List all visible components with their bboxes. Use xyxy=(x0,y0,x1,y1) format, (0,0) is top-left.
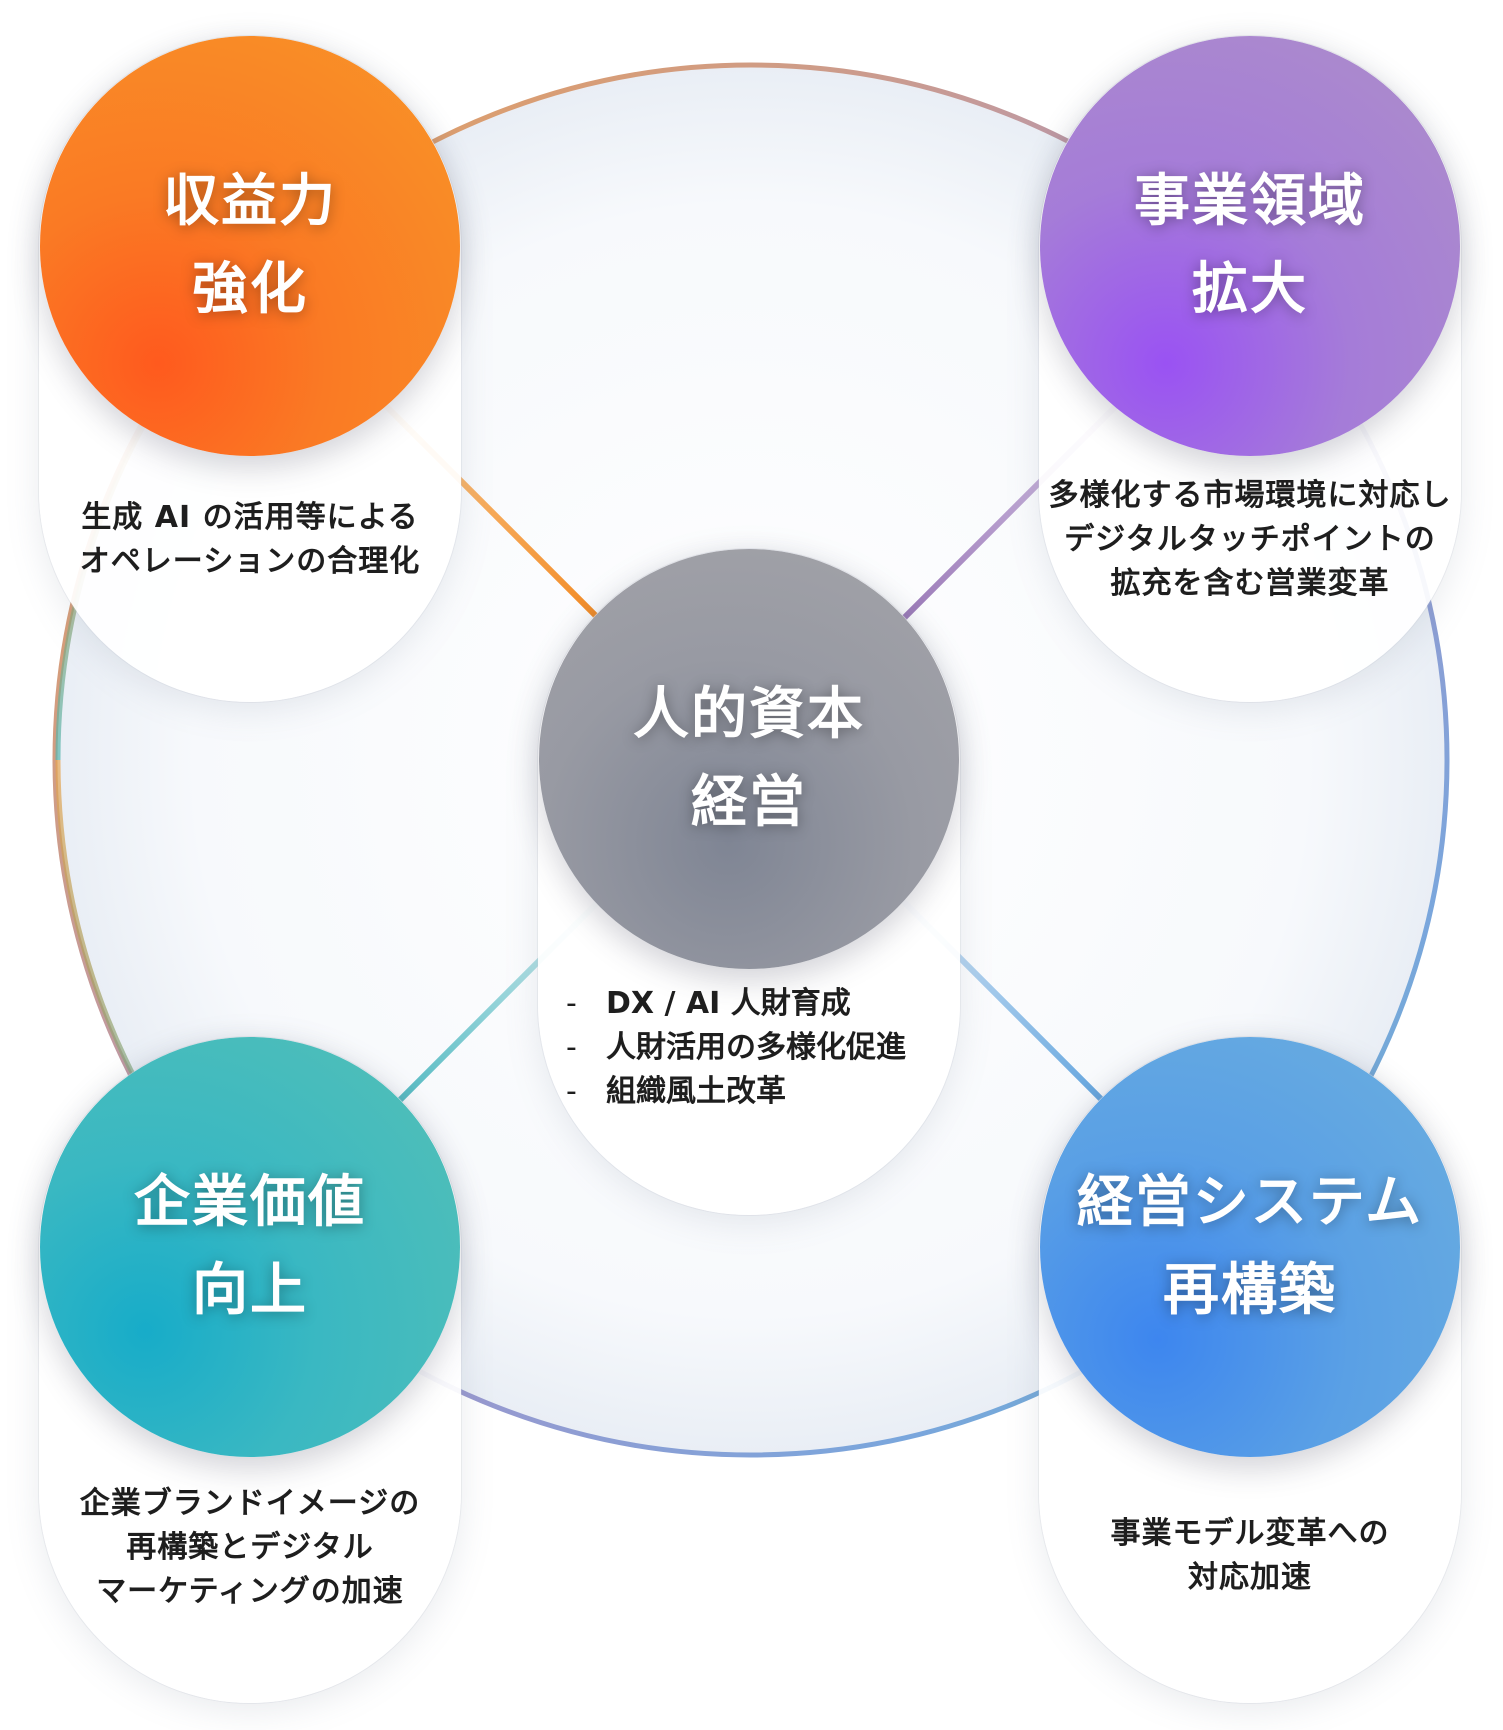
title-line: 事業領域 xyxy=(1134,169,1366,234)
title-line: 経営 xyxy=(691,770,807,835)
title-line: 拡大 xyxy=(1192,257,1308,322)
desc-line: 企業ブランドイメージの xyxy=(79,1486,421,1521)
title-line: 経営システム xyxy=(1076,1170,1424,1235)
desc-line: 事業モデル変革への xyxy=(1110,1516,1390,1551)
list-item: 人財活用の多様化促進 xyxy=(566,1026,906,1070)
pillar-title-top-right: 事業領域 拡大 xyxy=(1134,158,1366,334)
title-line: 強化 xyxy=(192,257,308,322)
title-line: 人的資本 xyxy=(633,682,865,747)
desc-line: マーケティングの加速 xyxy=(96,1574,404,1609)
title-line: 収益力 xyxy=(163,169,337,234)
title-line: 企業価値 xyxy=(134,1170,366,1235)
center-circle: 人的資本 経営 xyxy=(539,549,959,969)
center-title: 人的資本 経営 xyxy=(633,671,865,847)
pillar-title-bottom-left: 企業価値 向上 xyxy=(134,1159,366,1335)
title-line: 再構築 xyxy=(1162,1258,1337,1323)
center-item-list: DX / AI 人財育成 人財活用の多様化促進 組織風土改革 xyxy=(566,982,906,1114)
pillar-desc-top-left: 生成 AI の活用等による オペレーションの合理化 xyxy=(40,496,460,584)
pillar-desc-bottom-left: 企業ブランドイメージの 再構築とデジタル マーケティングの加速 xyxy=(40,1482,460,1614)
pillar-circle-bottom-right: 経営システム 再構築 xyxy=(1040,1037,1460,1457)
list-item: 組織風土改革 xyxy=(566,1070,906,1114)
pillar-title-top-left: 収益力 強化 xyxy=(163,158,337,334)
desc-line: 多様化する市場環境に対応し xyxy=(1048,478,1452,513)
desc-line: オペレーションの合理化 xyxy=(79,544,421,579)
pillar-circle-top-left: 収益力 強化 xyxy=(40,36,460,456)
pillar-circle-top-right: 事業領域 拡大 xyxy=(1040,36,1460,456)
pillar-circle-bottom-left: 企業価値 向上 xyxy=(40,1037,460,1457)
pillar-title-bottom-right: 経営システム 再構築 xyxy=(1077,1159,1423,1335)
desc-line: 拡充を含む営業変革 xyxy=(1110,566,1390,601)
pillar-desc-bottom-right: 事業モデル変革への 対応加速 xyxy=(1040,1512,1460,1600)
title-line: 向上 xyxy=(192,1258,308,1323)
desc-line: 対応加速 xyxy=(1188,1560,1312,1595)
desc-line: 生成 AI の活用等による xyxy=(81,500,419,535)
desc-line: デジタルタッチポイントの xyxy=(1064,522,1436,557)
pillar-desc-top-right: 多様化する市場環境に対応し デジタルタッチポイントの 拡充を含む営業変革 xyxy=(1030,474,1470,606)
list-item: DX / AI 人財育成 xyxy=(566,982,906,1026)
desc-line: 再構築とデジタル xyxy=(126,1530,374,1565)
